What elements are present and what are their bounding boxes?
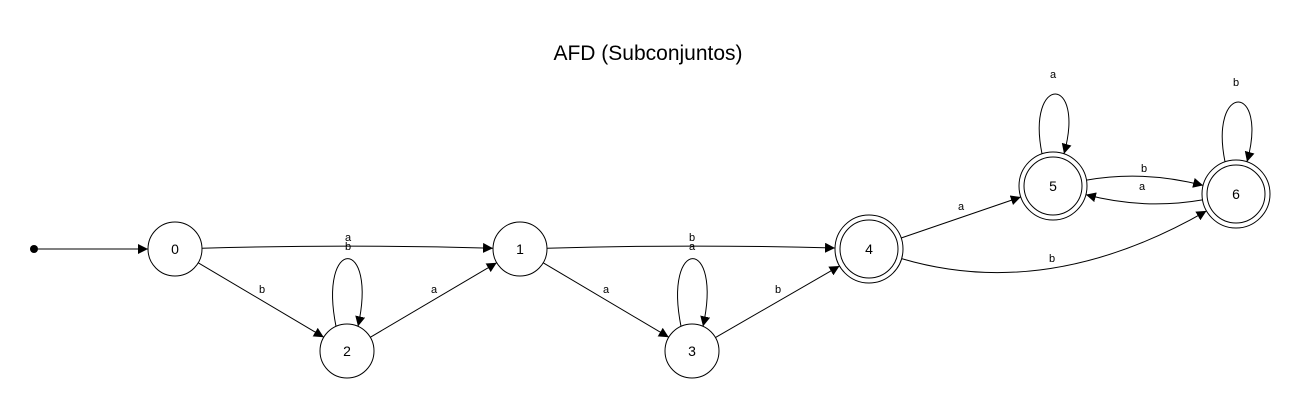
states-layer: 0 1 2 3 4 5 6 <box>147 151 1271 379</box>
transition-label-4-5: a <box>958 201 965 213</box>
state-circle <box>147 221 203 277</box>
state-circle <box>319 323 375 379</box>
state-4: 4 <box>834 214 904 284</box>
start-marker <box>30 245 38 253</box>
transition-label-1-4: b <box>689 232 695 244</box>
transition-3-3 <box>677 258 711 327</box>
transition-label-0-1: a <box>345 232 352 244</box>
transition-5-6 <box>1086 175 1204 188</box>
transition-4-5 <box>901 195 1021 239</box>
state-inner-ring <box>839 219 899 279</box>
transition-label-5-6: b <box>1141 163 1147 175</box>
transition-5-5 <box>1038 93 1072 154</box>
state-1: 1 <box>492 221 548 277</box>
state-label: 6 <box>1232 186 1240 202</box>
state-label: 0 <box>171 241 179 257</box>
transition-label-2-1: a <box>431 284 438 296</box>
transition-label-6-6: b <box>1233 77 1239 89</box>
transition-1-3 <box>542 262 670 338</box>
state-5: 5 <box>1018 151 1088 221</box>
state-circle <box>664 323 720 379</box>
transition-label-3-3: a <box>689 241 696 253</box>
transition-6-5 <box>1085 192 1203 205</box>
state-6: 6 <box>1201 159 1271 229</box>
transition-label-0-2: b <box>259 284 265 296</box>
state-label: 5 <box>1049 178 1057 194</box>
transition-label-6-5: a <box>1139 181 1146 193</box>
state-3: 3 <box>664 323 720 379</box>
transition-label-3-4: b <box>775 284 781 296</box>
state-circle <box>492 221 548 277</box>
transition-2-2 <box>332 258 366 327</box>
state-label: 4 <box>865 241 873 257</box>
transition-0-1 <box>201 242 494 253</box>
transition-3-4 <box>715 265 840 338</box>
transition-2-1 <box>370 262 497 338</box>
transition-label-2-2: b <box>345 241 351 253</box>
transition-1-4 <box>546 242 836 253</box>
transition-4-6 <box>901 210 1207 274</box>
state-label: 1 <box>516 241 524 257</box>
transition-6-6 <box>1221 101 1255 162</box>
state-2: 2 <box>319 323 375 379</box>
state-label: 2 <box>343 343 351 359</box>
transition-label-4-6: b <box>1049 253 1055 265</box>
state-label: 3 <box>688 343 696 359</box>
state-inner-ring <box>1023 156 1083 216</box>
diagram-title: AFD (Subconjuntos) <box>553 42 742 65</box>
state-inner-ring <box>1206 164 1266 224</box>
transition-label-5-5: a <box>1050 69 1057 81</box>
transition-label-1-3: a <box>603 284 610 296</box>
transition-0-2 <box>197 262 325 338</box>
state-0: 0 <box>147 221 203 277</box>
